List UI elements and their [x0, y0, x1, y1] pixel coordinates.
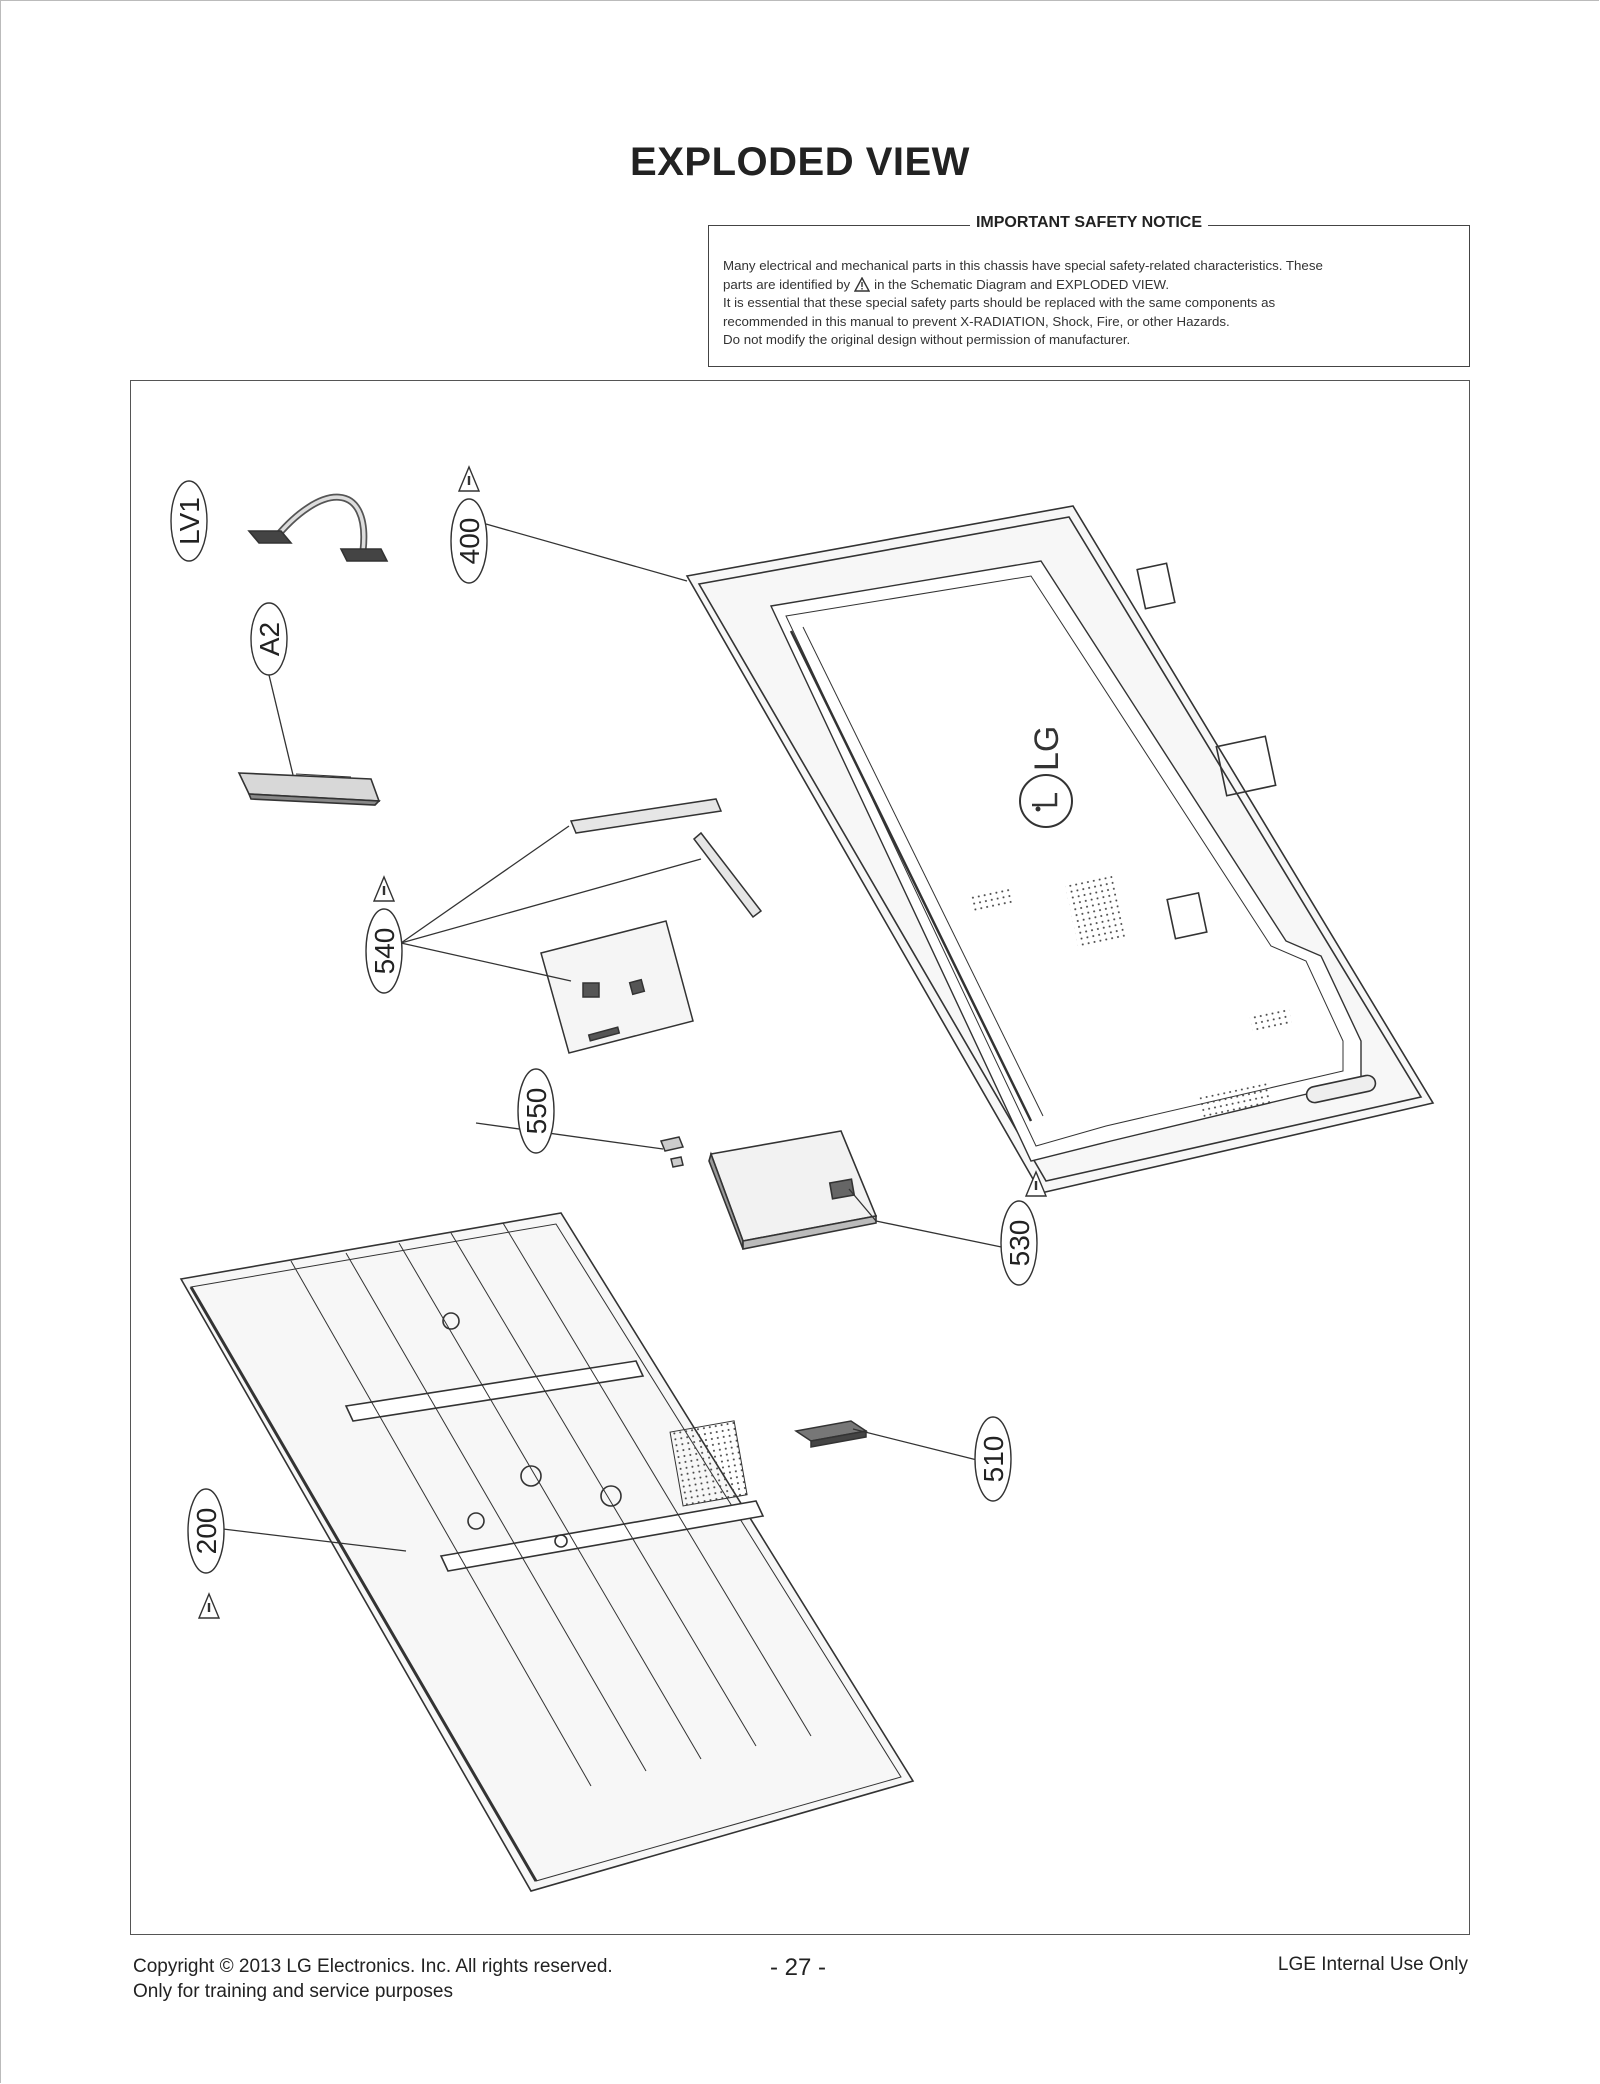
callout-400-label: 400 — [454, 518, 485, 565]
page-number: - 27 - — [770, 1954, 827, 1981]
safety-warning-icon — [1024, 1170, 1048, 1197]
callout-lv1: LV1 — [170, 480, 208, 562]
notice-line-2-before: parts are identified by — [723, 276, 851, 292]
callout-400: 400 — [450, 465, 488, 584]
safety-warning-icon — [457, 465, 481, 492]
callout-540-label: 540 — [369, 928, 400, 975]
notice-line-2-after: in the Schematic Diagram and EXPLODED VI… — [874, 276, 1170, 292]
speaker-part — [794, 1420, 868, 1448]
lvds-cable-part — [247, 493, 389, 562]
leader-lines — [222, 523, 1012, 1552]
safety-notice-body: Many electrical and mechanical parts in … — [723, 257, 1455, 350]
footer-copyright: Copyright © 2013 LG Electronics. Inc. Al… — [133, 1954, 613, 2004]
page-title: EXPLODED VIEW — [630, 140, 970, 184]
warning-triangle-icon — [854, 276, 871, 292]
remote-control-part — [237, 772, 381, 806]
callout-a2-label: A2 — [254, 622, 285, 656]
callout-200-label: 200 — [191, 1508, 222, 1555]
safety-warning-icon — [197, 1592, 221, 1619]
notice-line-3: It is essential that these special safet… — [723, 295, 1276, 310]
back-cover-part: LG — [685, 505, 1435, 1194]
callout-a2: A2 — [250, 602, 294, 776]
callout-540: 540 — [365, 875, 403, 994]
safety-notice-box: IMPORTANT SAFETY NOTICE Many electrical … — [708, 214, 1470, 367]
footer-purpose-text: Only for training and service purposes — [133, 1981, 453, 2002]
small-bracket-part — [659, 1136, 685, 1168]
main-board-part — [540, 798, 763, 1054]
callout-510: 510 — [974, 1416, 1012, 1502]
callout-530-label: 530 — [1004, 1220, 1035, 1267]
callout-lv1-label: LV1 — [174, 497, 205, 545]
safety-notice-heading-text: IMPORTANT SAFETY NOTICE — [969, 214, 1209, 231]
exploded-view-diagram: LG — [130, 380, 1470, 1935]
callout-200: 200 — [187, 1488, 225, 1619]
notice-line-5: Do not modify the original design withou… — [723, 332, 1131, 347]
footer-internal-use: LGE Internal Use Only — [1277, 1954, 1468, 1975]
safety-notice-heading: IMPORTANT SAFETY NOTICE — [709, 214, 1469, 232]
notice-line-4: recommended in this manual to prevent X-… — [723, 313, 1230, 329]
svg-text:LG: LG — [1028, 726, 1066, 771]
notice-line-1: Many electrical and mechanical parts in … — [723, 258, 1323, 273]
power-board-part — [708, 1130, 878, 1250]
callout-550-label: 550 — [521, 1088, 552, 1135]
callout-550: 550 — [517, 1068, 555, 1154]
notice-line-2: parts are identified by in the Schematic … — [723, 276, 1455, 295]
footer-copyright-text: Copyright © 2013 LG Electronics. Inc. Al… — [133, 1956, 613, 1977]
exploded-view-drawing: LG — [170, 465, 1435, 1892]
display-panel-part — [179, 1212, 915, 1892]
callout-510-label: 510 — [978, 1436, 1009, 1483]
callout-530: 530 — [1000, 1170, 1048, 1286]
safety-warning-icon — [372, 875, 396, 902]
